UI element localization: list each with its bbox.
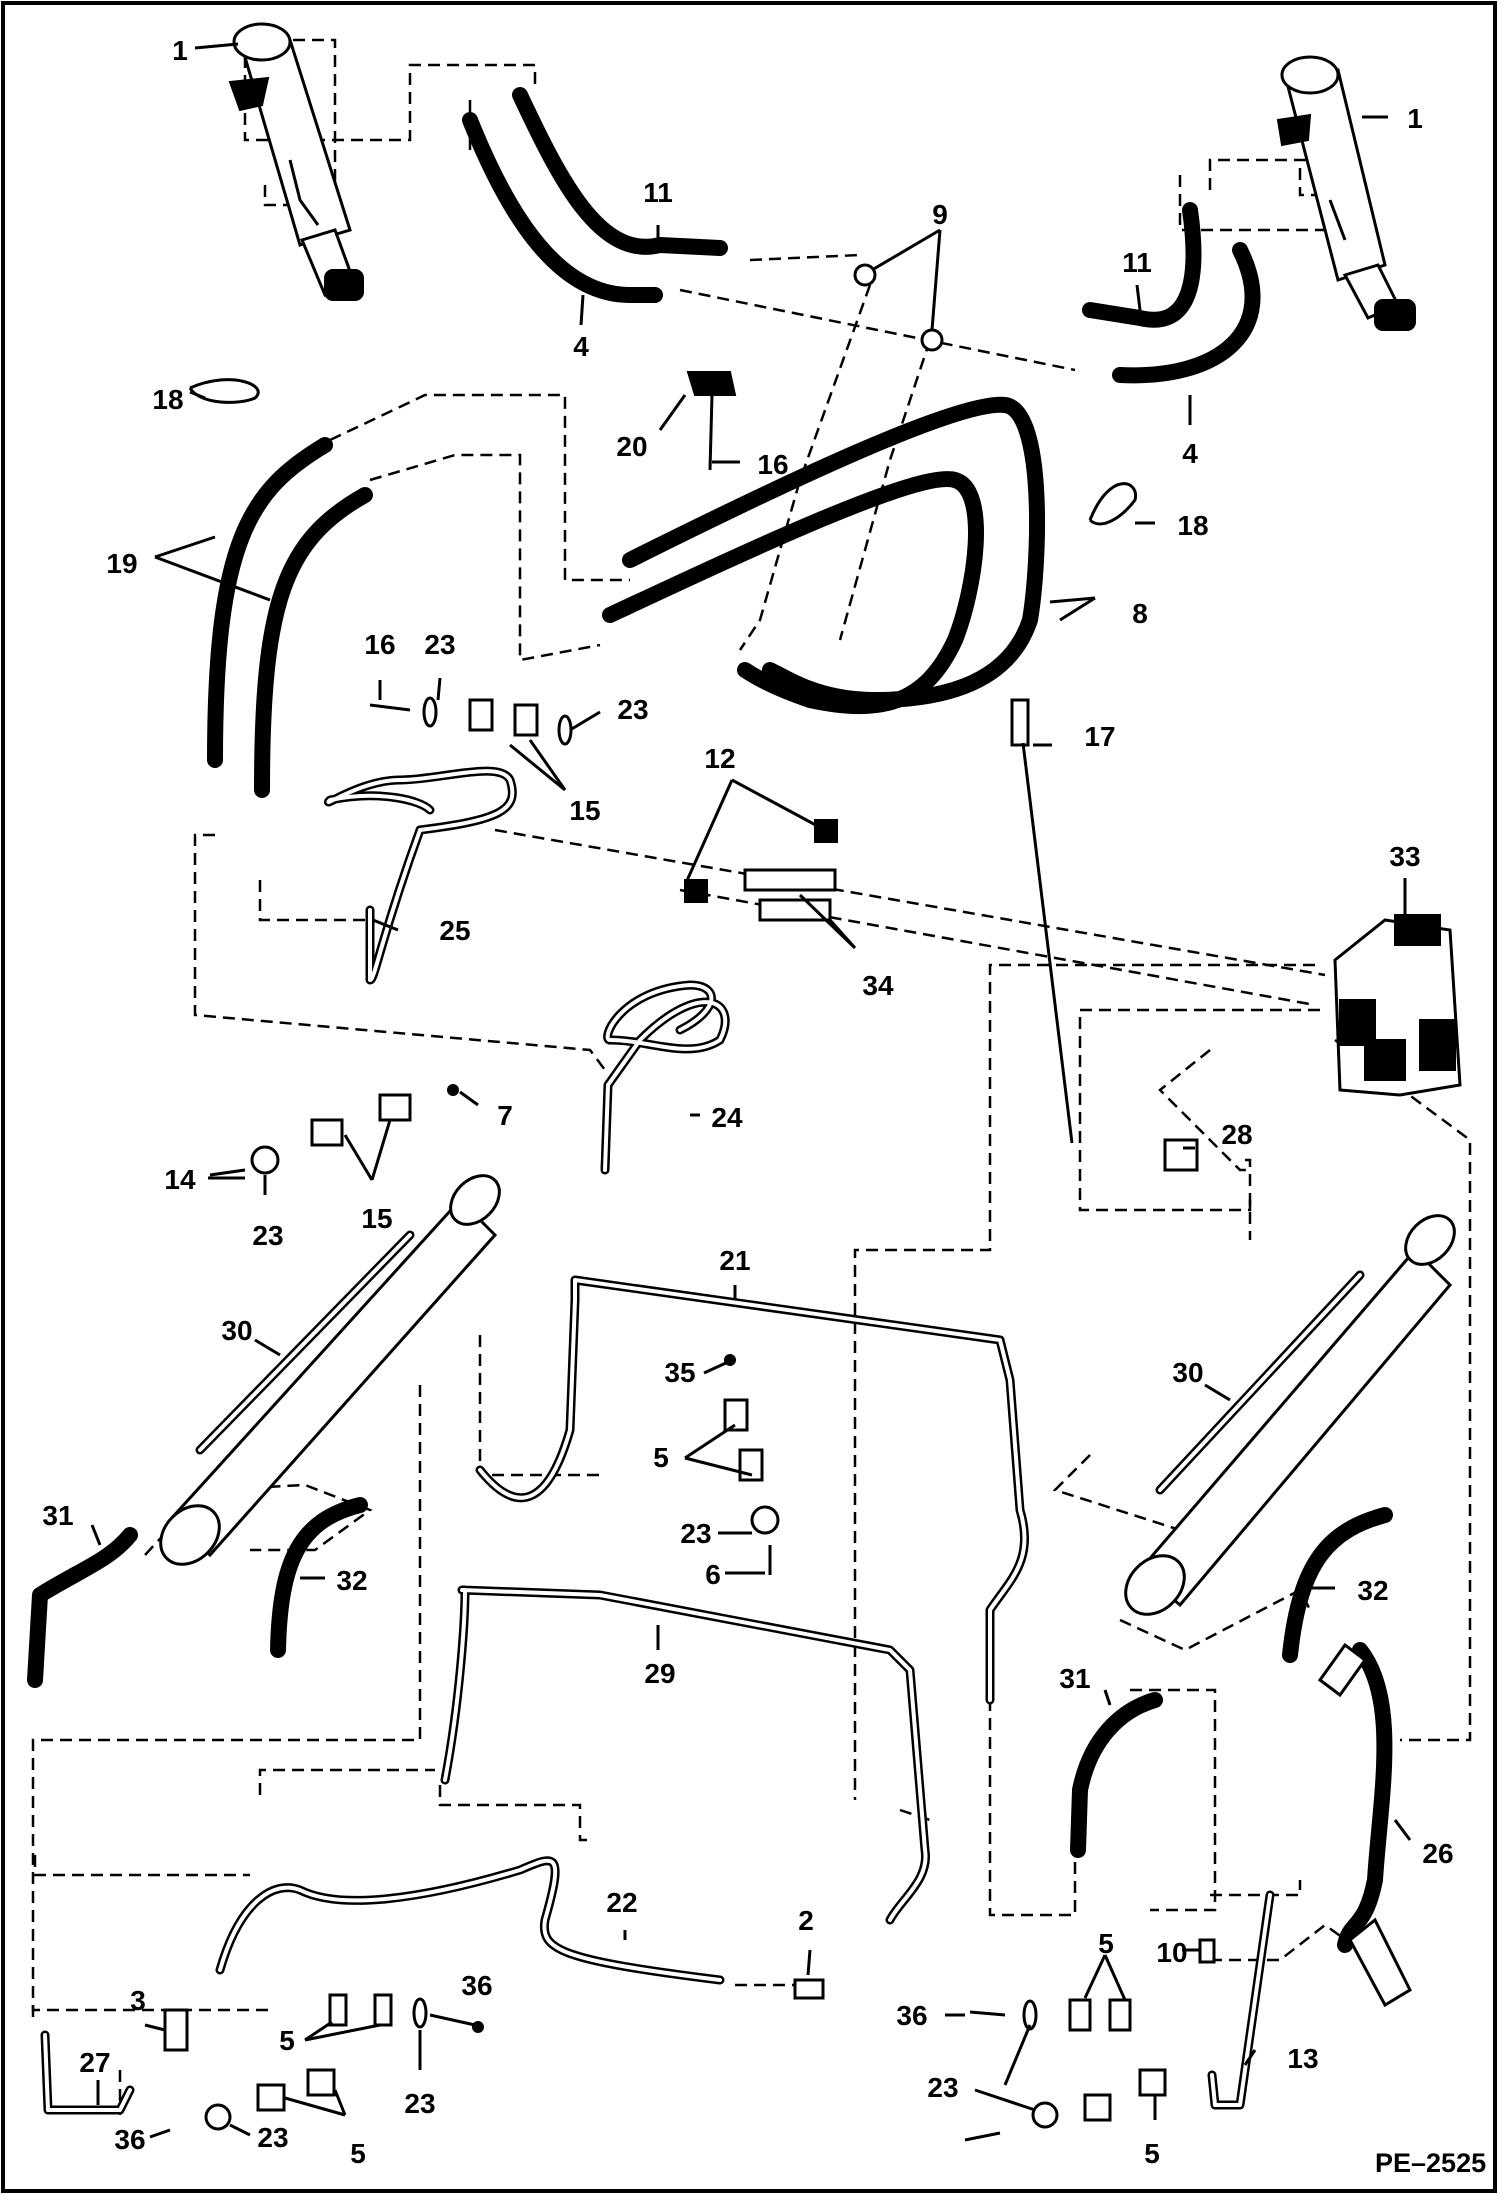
callout-label: 21 bbox=[719, 1245, 750, 1276]
callout-label: 11 bbox=[1122, 247, 1152, 278]
hose-8-b bbox=[602, 471, 984, 715]
callout-label: 36 bbox=[461, 1970, 492, 2001]
callout-label: 11 bbox=[643, 177, 673, 208]
callout-label: 32 bbox=[1357, 1575, 1388, 1606]
hose-11-right bbox=[1082, 202, 1202, 328]
callout-label: 14 bbox=[164, 1164, 196, 1195]
callout-label: 19 bbox=[106, 548, 137, 579]
callout-label: 31 bbox=[42, 1500, 73, 1531]
hose-32-left bbox=[270, 1497, 368, 1658]
callout-label: 5 bbox=[653, 1442, 669, 1473]
callout-label: 6 bbox=[705, 1559, 721, 1590]
hose-26 bbox=[1337, 1642, 1393, 1953]
callout-label: 30 bbox=[221, 1315, 252, 1346]
callout-label: 29 bbox=[644, 1658, 675, 1689]
callout-label: 28 bbox=[1221, 1119, 1252, 1150]
small-parts bbox=[163, 263, 1412, 2131]
callout-label: 30 bbox=[1172, 1357, 1203, 1388]
callout-label: 2 bbox=[798, 1905, 814, 1936]
tilt-cylinder-right bbox=[1124, 1214, 1456, 1616]
callout-label: 4 bbox=[573, 331, 589, 362]
callout-label: 25 bbox=[439, 915, 470, 946]
figure-code: PE–2525 bbox=[1375, 2148, 1486, 2178]
callout-label: 5 bbox=[1144, 2138, 1160, 2169]
control-valve bbox=[1333, 914, 1462, 1097]
callout-label: 27 bbox=[79, 2047, 110, 2078]
callout-label: 18 bbox=[152, 384, 183, 415]
callout-label: 13 bbox=[1287, 2043, 1318, 2074]
callout-label: 24 bbox=[711, 1102, 743, 1133]
callout-label: 23 bbox=[252, 1220, 283, 1251]
callout-label: 16 bbox=[364, 629, 395, 660]
callout-label: 33 bbox=[1389, 841, 1420, 872]
hose-19-b bbox=[254, 487, 373, 798]
callout-label: 32 bbox=[336, 1565, 367, 1596]
callout-label: 17 bbox=[1084, 721, 1115, 752]
callout-label: 4 bbox=[1182, 438, 1198, 469]
callout-label: 23 bbox=[257, 2122, 288, 2153]
callout-label: 23 bbox=[617, 694, 648, 725]
hose-19-a bbox=[207, 437, 333, 768]
callout-label: 35 bbox=[664, 1357, 695, 1388]
hose-31-right bbox=[1070, 1692, 1163, 1858]
tube-22 bbox=[215, 1856, 725, 1985]
callout-label: 5 bbox=[350, 2138, 366, 2169]
callout-label: 34 bbox=[862, 970, 894, 1001]
callout-label: 23 bbox=[424, 629, 455, 660]
callout-label: 1 bbox=[172, 35, 188, 66]
callout-label: 3 bbox=[130, 1985, 146, 2016]
lift-cylinder-right bbox=[1276, 55, 1416, 331]
lift-cylinder-left bbox=[228, 22, 364, 301]
callout-labels: 1 1 9 11 11 4 4 18 20 16 18 19 8 16 23 2… bbox=[42, 35, 1453, 2169]
callout-label: 15 bbox=[569, 795, 600, 826]
callout-label: 9 bbox=[932, 199, 948, 230]
tube-21 bbox=[475, 1275, 1029, 1705]
callout-label: 23 bbox=[927, 2072, 958, 2103]
callout-label: 7 bbox=[497, 1100, 513, 1131]
hose-32-right bbox=[1282, 1507, 1393, 1663]
callout-label: 15 bbox=[361, 1203, 392, 1234]
callout-label: 16 bbox=[757, 449, 788, 480]
callout-label: 36 bbox=[896, 2000, 927, 2031]
leader-lines bbox=[90, 42, 1412, 2142]
hoses bbox=[27, 87, 1393, 1953]
callout-label: 26 bbox=[1422, 1838, 1453, 1869]
tube-13 bbox=[1207, 1890, 1275, 2110]
hose-11-left bbox=[512, 87, 728, 256]
callout-label: 5 bbox=[279, 2025, 295, 2056]
callout-label: 10 bbox=[1156, 1937, 1187, 1968]
tubes bbox=[40, 766, 1365, 2115]
callout-label: 31 bbox=[1059, 1663, 1090, 1694]
connection-lines bbox=[31, 38, 1472, 2115]
callout-label: 36 bbox=[114, 2124, 145, 2155]
callout-label: 18 bbox=[1177, 510, 1208, 541]
callout-label: 20 bbox=[616, 431, 647, 462]
hose-31-left bbox=[27, 1527, 138, 1688]
callout-label: 12 bbox=[704, 743, 735, 774]
callout-label: 23 bbox=[404, 2088, 435, 2119]
callout-label: 8 bbox=[1132, 598, 1148, 629]
hose-4-right bbox=[1112, 242, 1261, 384]
callout-label: 5 bbox=[1098, 1928, 1114, 1959]
callout-label: 1 bbox=[1407, 103, 1423, 134]
callout-label: 23 bbox=[680, 1518, 711, 1549]
callout-label: 22 bbox=[606, 1887, 637, 1918]
tilt-cylinder-left bbox=[159, 1174, 501, 1566]
hose-4-left bbox=[462, 112, 663, 303]
